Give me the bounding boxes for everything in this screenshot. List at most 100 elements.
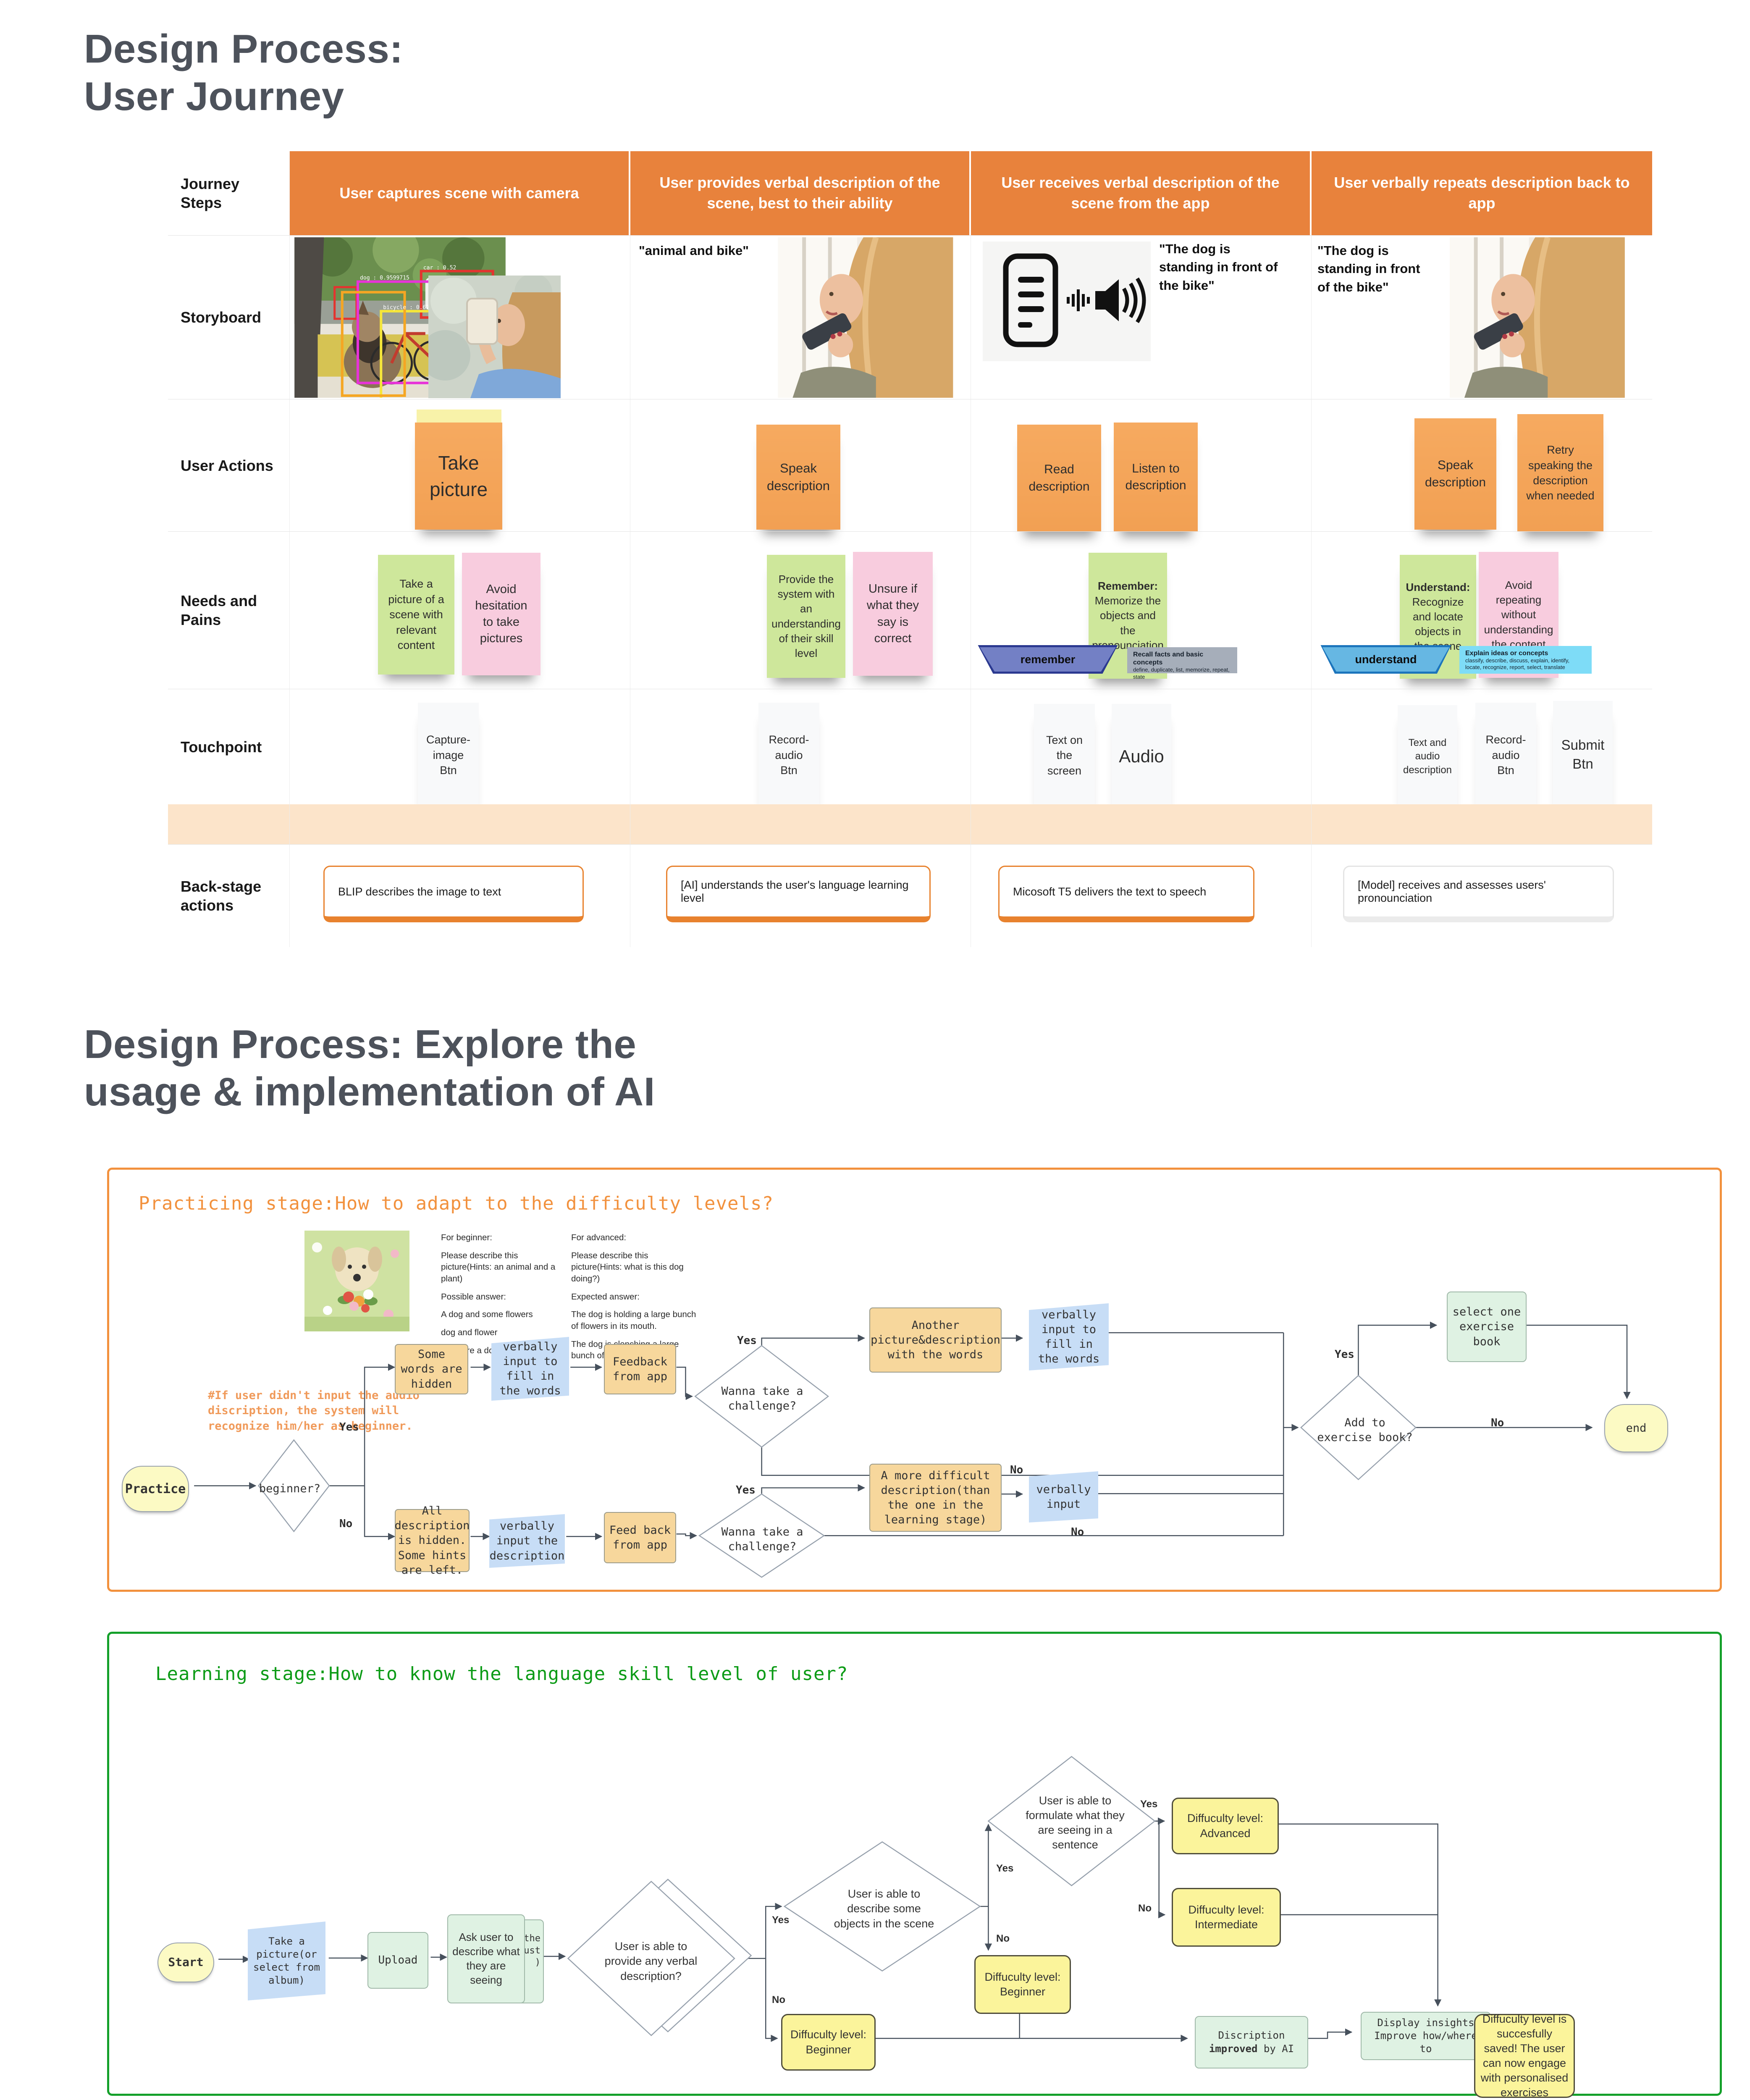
backstage-cell-2: [AI] understands the user's language lea…: [630, 844, 971, 947]
diamond-label-challenge-1: Wanna take a challenge?: [721, 1384, 803, 1412]
storyboard-caption: "animal and bike": [639, 243, 749, 258]
flow-saved: Diffuculty level is succesfully saved! T…: [1474, 2013, 1575, 2099]
flow-some-words: Some words are hidden: [395, 1344, 468, 1394]
flow-verbal-desc: verbally input the description: [489, 1514, 565, 1568]
hair: [1517, 237, 1625, 398]
bloom-understand-label: understand: [1355, 653, 1417, 666]
woman-speaking-photo: [1450, 237, 1625, 398]
needs-pains-cell-3: Remember: Memorize the objects and the p…: [971, 531, 1312, 689]
phone: [466, 298, 498, 345]
pain-note: Avoid hesitation to take pictures: [462, 553, 540, 675]
flow-another-picture: Another picture&description with the wor…: [869, 1307, 1002, 1373]
need-note: Understand: Recognize and locate objects…: [1400, 555, 1476, 679]
diamond-sentence: [987, 1756, 1156, 1887]
section2-title: Design Process: Explore the usage & impl…: [84, 1022, 655, 1115]
journey-step-header-3: User receives verbal description of the …: [971, 151, 1312, 235]
bloom-remember-label: remember: [1020, 653, 1076, 666]
flow-select-book: select one exercise book: [1447, 1292, 1527, 1362]
diamond-label-beginner: beginner?: [259, 1482, 321, 1496]
peach-band: [290, 804, 630, 844]
user-actions-cell-2: Speak description: [630, 399, 971, 531]
backstage-cell-4: [Model] receives and assesses users' pro…: [1312, 844, 1652, 947]
flow-more-difficult: A more difficult description(than the on…: [869, 1464, 1002, 1532]
improved-line1: Discription: [1218, 2029, 1285, 2042]
example-line: For beginner:: [441, 1233, 492, 1242]
waveform-icon: [1067, 289, 1090, 311]
branch-no: No: [1491, 1417, 1504, 1429]
improved-line2: improved by AI: [1209, 2042, 1294, 2055]
svg-text:car : 0.52: car : 0.52: [423, 265, 457, 271]
flow-feedback-2: Feed back from app: [604, 1512, 676, 1563]
ask-user-fragments: the ust ): [524, 1933, 540, 1968]
need-note-body: Memorize the objects and the pronounciat…: [1092, 594, 1164, 651]
sweater: [1464, 367, 1548, 398]
learning-connectors: [218, 1756, 1465, 2042]
diamond-label-challenge-2: Wanna take a challenge?: [721, 1525, 803, 1553]
dog-flowers-photo: [304, 1231, 409, 1331]
flow-verbal-fill-1: verbally input to fill in the words: [491, 1337, 569, 1401]
branch-yes: Yes: [339, 1421, 359, 1433]
dog-head: [335, 1247, 379, 1291]
document-icon: [1003, 253, 1058, 347]
diamond-label-sentence: User is able to formulate what they are …: [1026, 1794, 1125, 1851]
learning-title: Learning stage:How to know the language …: [155, 1663, 848, 1685]
touchpoint-note: Capture-image Btn: [418, 703, 479, 808]
sticky-note: Read description: [1017, 425, 1101, 532]
sticky-note: Speak description: [756, 425, 840, 530]
backstage-cell-1: BLIP describes the image to text: [290, 844, 630, 947]
flow-start: Start: [157, 1942, 214, 1982]
sweater: [792, 367, 876, 398]
practicing-title: Practicing stage:How to adapt to the dif…: [139, 1193, 774, 1214]
phone: [1474, 313, 1523, 350]
user-actions-cell-4: Speak description Retry speaking the des…: [1312, 399, 1652, 532]
example-line: Possible answer:: [441, 1292, 506, 1302]
storyboard-caption: "The dog is standing in front of the bik…: [1317, 243, 1420, 294]
flow-all-hidden: All description is hidden. Some hints ar…: [394, 1504, 470, 1577]
sticky-note: Speak description: [1414, 418, 1496, 530]
need-note-title: Understand:: [1406, 580, 1470, 593]
example-line: A dog and some flowers: [441, 1310, 533, 1320]
branch-yes: Yes: [1140, 1798, 1158, 1810]
flow-level-advanced: Diffuculty level: Advanced: [1172, 1798, 1279, 1854]
needs-pains-cell-4: Understand: Recognize and locate objects…: [1312, 531, 1652, 689]
sticky-note: Retry speaking the description when need…: [1517, 414, 1603, 532]
learning-stage-panel: Learning stage:How to know the language …: [107, 1632, 1722, 2099]
peach-band: [1312, 804, 1652, 844]
touchpoint-cell-1: Capture-image Btn: [290, 689, 630, 808]
flow-verbal-input: verbally input: [1029, 1471, 1098, 1522]
touchpoint-cell-3: Text on the screen Audio: [971, 689, 1312, 809]
row-label-touchpoint: Touchpoint: [168, 689, 290, 804]
flow-display-insights: Display insights Improve how/where to: [1361, 2012, 1491, 2060]
storyboard-cell-4: "The dog is standing in front of the bik…: [1312, 235, 1652, 399]
bloom-understand-desc: Explain ideas or concepts classify, desc…: [1459, 646, 1592, 674]
backstage-cell-3: Micosoft T5 delivers the text to speech: [971, 844, 1312, 947]
face: [491, 304, 525, 346]
journey-map: Journey Steps User captures scene with c…: [168, 151, 1652, 947]
flow-start-practice: Practice: [122, 1466, 189, 1512]
peach-band: [971, 804, 1312, 844]
touchpoint-cell-4: Text and audio description Record-audio …: [1312, 689, 1652, 808]
beginner-annotation: #If user didn't input the audio discript…: [208, 1389, 420, 1433]
touchpoint-note: Submit Btn: [1553, 701, 1613, 808]
text-to-speech-panel: [983, 242, 1151, 361]
peach-band: [168, 804, 290, 844]
touchpoint-note: Text and audio description: [1398, 705, 1457, 808]
branch-yes: Yes: [736, 1484, 756, 1496]
need-note: Take a picture of a scene with relevant …: [378, 555, 454, 675]
branch-no: No: [1138, 1903, 1152, 1914]
flow-ask-user: Ask user to describe what they are seein…: [447, 1914, 525, 2003]
bloom-desc-body: classify, describe, discuss, explain, id…: [1465, 657, 1570, 671]
example-line: The dog is holding a large bunch of flow…: [571, 1310, 696, 1331]
example-line: Please describe this picture(Hints: an a…: [441, 1250, 556, 1284]
diamond-add-book: [1300, 1375, 1417, 1480]
bounding-box-red-small: [333, 286, 358, 320]
branch-no: No: [1071, 1526, 1084, 1538]
example-line: dog and flower: [441, 1328, 498, 1338]
bloom-remember-trapezoid: remember: [972, 645, 1124, 674]
touchpoint-note: Audio: [1112, 704, 1171, 809]
flow-feedback-1: Feedback from app: [604, 1344, 676, 1394]
diamond-label-add-book: Add to exercise book?: [1317, 1416, 1413, 1444]
flow-upload: Upload: [367, 1932, 428, 1989]
touchpoint-note: Text on the screen: [1034, 704, 1095, 807]
diamond-verbal: [567, 1880, 735, 2036]
